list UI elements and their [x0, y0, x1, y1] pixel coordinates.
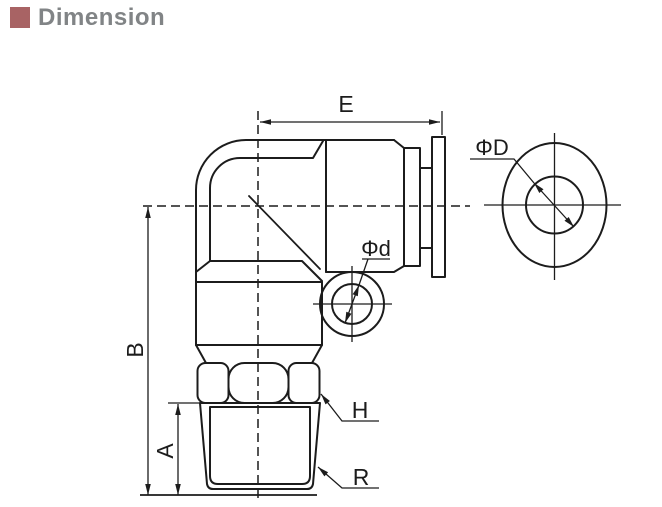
label-phi-D: ΦD: [475, 135, 508, 160]
leader-h-arrow: [321, 394, 330, 405]
label-a: A: [152, 443, 178, 459]
thread-inner: [209, 406, 311, 485]
flange-outline: [431, 136, 446, 278]
section-title: Dimension: [38, 4, 166, 31]
body-outline: [195, 281, 323, 346]
dimension-e: E: [260, 91, 443, 135]
dim-phi-D-leader: [470, 158, 575, 228]
dimension-phi-d: Φd: [344, 236, 391, 324]
thread-outer: [199, 402, 321, 490]
elbow-inner-profile: [209, 140, 324, 262]
centerlines: [143, 111, 470, 503]
dimension-phi-D: ΦD: [470, 135, 575, 228]
dim-e-line: [260, 111, 443, 135]
leader-r-line: [317, 466, 379, 489]
label-phi-d: Φd: [361, 236, 391, 261]
leader-r-arrow: [318, 467, 329, 477]
elbow-outer-profile: [195, 139, 395, 346]
dim-b-arrow-top: [145, 207, 151, 218]
hex-face-left: [196, 362, 230, 404]
leader-h: H: [320, 393, 379, 423]
dim-e-arrow-right: [429, 119, 440, 125]
dim-a-arrow-bottom: [175, 484, 181, 495]
side-view: [484, 133, 621, 280]
dimension-a: A: [152, 402, 200, 495]
dim-phi-d-arrow-top: [352, 285, 359, 297]
body-hex-chamfers: [195, 344, 323, 364]
label-b: B: [122, 342, 148, 357]
elbow-bottom-edge: [195, 260, 323, 282]
section-header: Dimension: [10, 4, 166, 31]
dim-phi-d-arrow-bottom: [345, 311, 352, 323]
label-h: H: [352, 397, 369, 423]
header-bullet-icon: [10, 7, 30, 28]
elbow-surface-diagonal: [248, 195, 321, 270]
dim-b-arrow-bottom: [145, 484, 151, 495]
front-view: [195, 136, 446, 490]
dim-a-arrow-top: [175, 404, 181, 415]
dim-phi-D-arrow-bottom: [564, 217, 574, 227]
leader-r: R: [317, 464, 379, 490]
thread-section: [199, 402, 321, 490]
label-r: R: [353, 464, 370, 490]
dim-phi-D-arrow-top: [534, 183, 544, 193]
hex-face-right: [287, 362, 321, 404]
leader-h-line: [320, 393, 379, 422]
dimension-b: B: [122, 207, 151, 495]
dim-e-arrow-left: [260, 119, 271, 125]
label-e: E: [338, 91, 353, 117]
